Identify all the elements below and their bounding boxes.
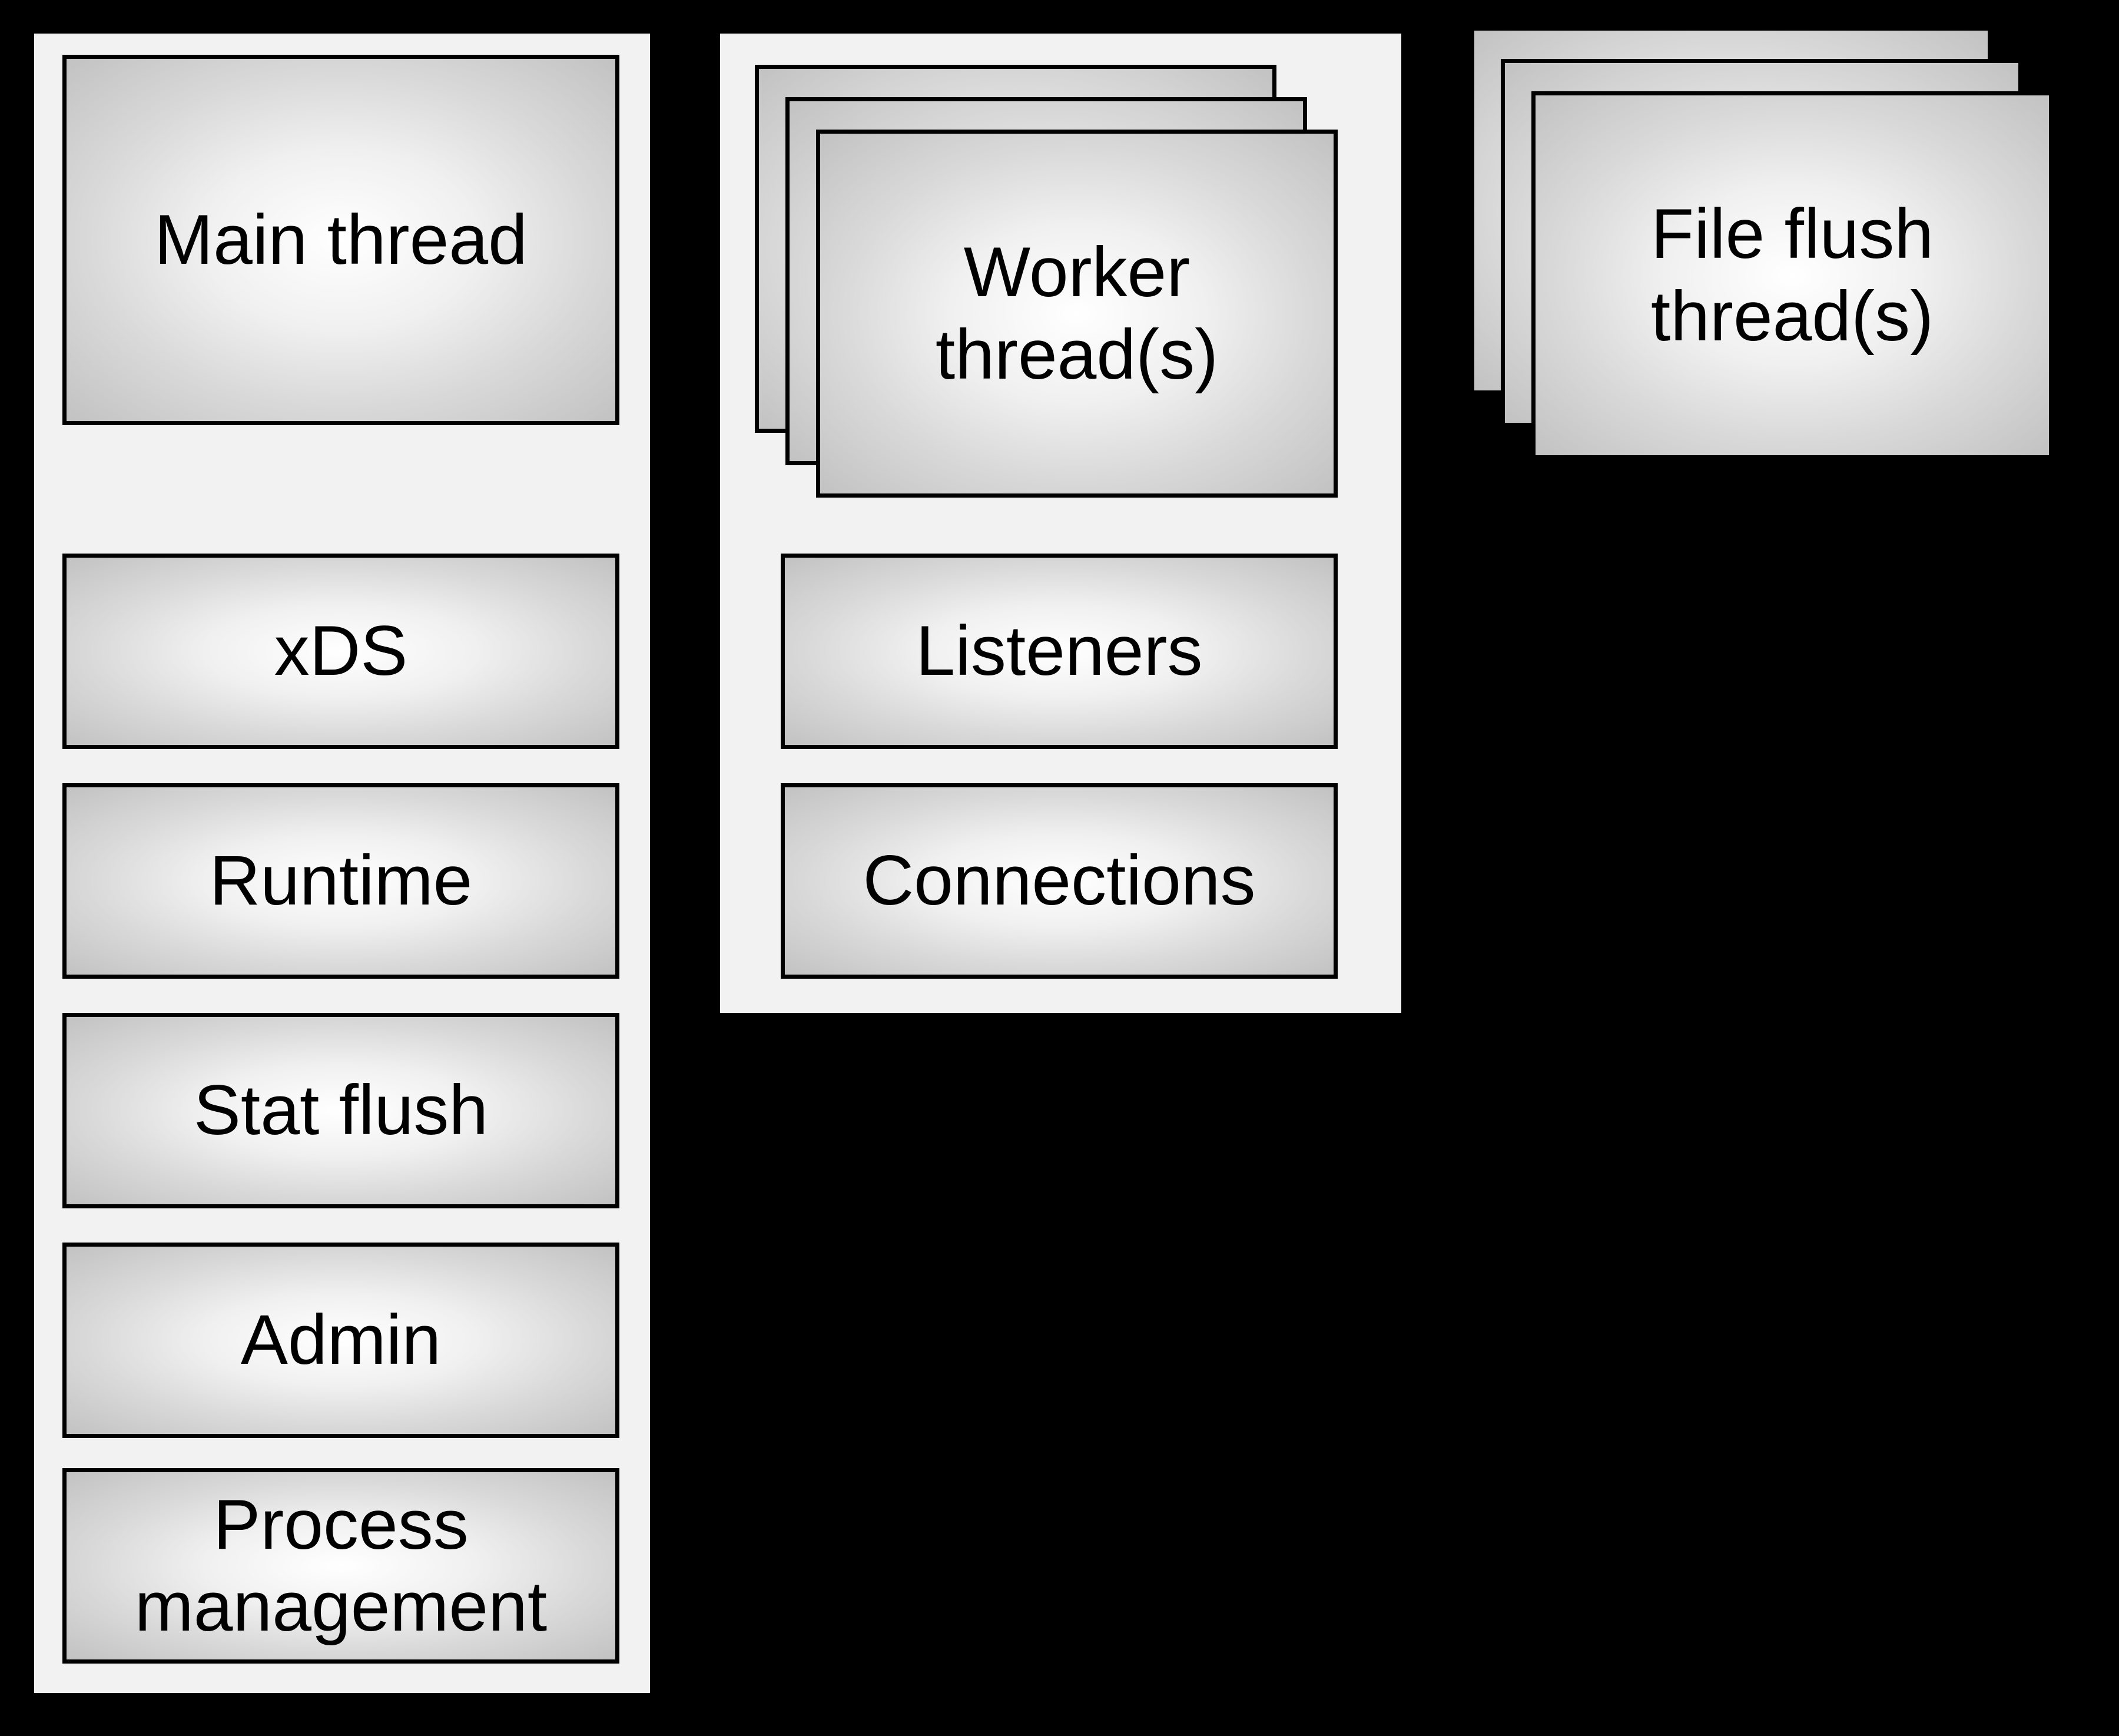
worker-thread-box: Worker thread(s) — [816, 130, 1338, 498]
main-thread-box: Main thread — [62, 55, 619, 425]
runtime-label: Runtime — [209, 841, 473, 920]
file-flush-thread-label: File flush thread(s) — [1650, 194, 1934, 356]
file-flush-thread-box: File flush thread(s) — [1531, 91, 2053, 459]
listeners-box: Listeners — [781, 554, 1338, 749]
stat-flush-box: Stat flush — [62, 1013, 619, 1208]
xds-label: xDS — [274, 611, 408, 691]
main-thread-panel: Main thread xDS Runtime Stat flush Admin… — [34, 34, 650, 1693]
admin-label: Admin — [240, 1300, 442, 1380]
worker-thread-panel: Worker thread(s) Listeners Connections — [720, 34, 1401, 1013]
admin-box: Admin — [62, 1243, 619, 1438]
connections-label: Connections — [863, 841, 1256, 920]
process-management-box: Process management — [62, 1468, 619, 1664]
main-thread-label: Main thread — [154, 200, 528, 279]
process-management-label: Process management — [134, 1485, 548, 1646]
listeners-label: Listeners — [916, 611, 1203, 691]
stat-flush-label: Stat flush — [193, 1071, 489, 1150]
runtime-box: Runtime — [62, 783, 619, 979]
xds-box: xDS — [62, 554, 619, 749]
connections-box: Connections — [781, 783, 1338, 979]
worker-thread-label: Worker thread(s) — [935, 233, 1219, 394]
